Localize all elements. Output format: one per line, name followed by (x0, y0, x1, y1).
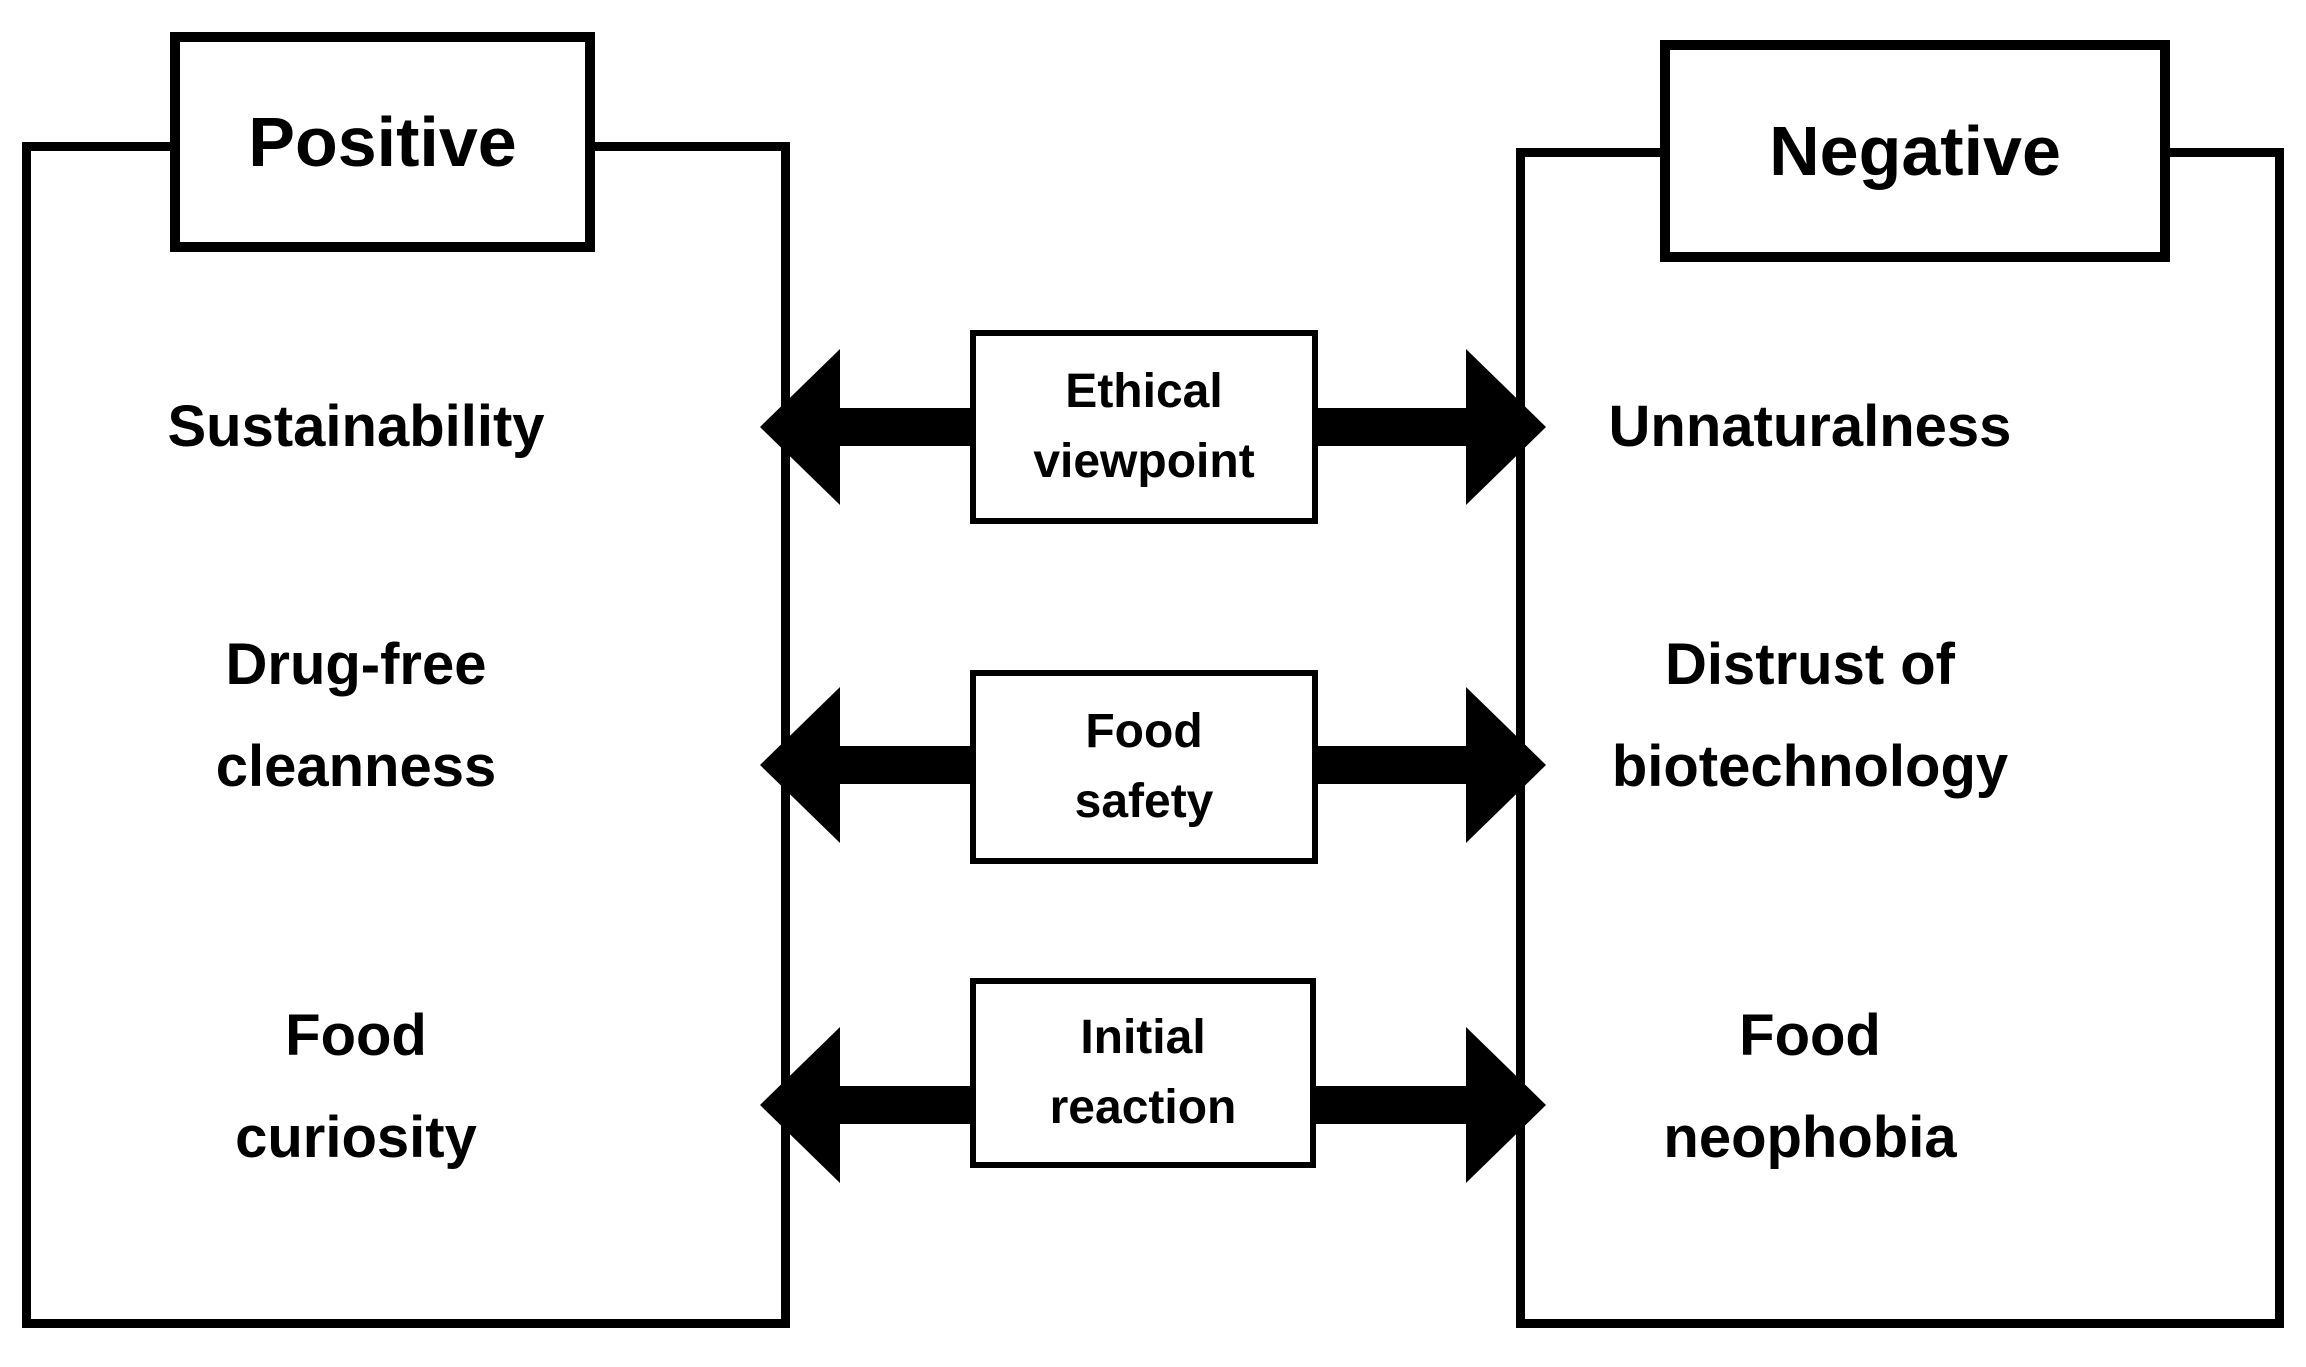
negative-header-box: Negative (1660, 40, 2170, 262)
negative-item-unnaturalness: Unnaturalness (1608, 394, 2012, 459)
positive-item-food-curiosity: Food curiosity (235, 1003, 477, 1170)
positive-item-drug-free-cleanness: Drug-free cleanness (215, 632, 497, 799)
positive-header-box: Positive (170, 32, 595, 252)
negative-item-distrust-of-biotechnology: Distrust of biotechnology (1611, 632, 2009, 799)
initial-reaction-box: Initial reaction (970, 978, 1316, 1168)
ethical-viewpoint-box: Ethical viewpoint (970, 330, 1318, 524)
row1-right-arrow-shaft (1316, 408, 1470, 446)
positive-item-sustainability: Sustainability (167, 394, 545, 459)
row1-left-arrow-shaft (838, 408, 972, 446)
initial-reaction-label: Initial reaction (1049, 1011, 1237, 1134)
positive-header-label: Positive (248, 103, 517, 181)
row3-left-arrowhead-icon (760, 1027, 840, 1183)
row2-left-arrowhead-icon (760, 687, 840, 843)
row2-right-arrow-shaft (1316, 746, 1470, 784)
negative-item-food-neophobia: Food neophobia (1663, 1003, 1957, 1170)
row1-right-arrowhead-icon (1466, 349, 1546, 505)
food-safety-label: Food safety (1074, 705, 1214, 828)
row3-right-arrow-shaft (1316, 1086, 1470, 1124)
ethical-viewpoint-label: Ethical viewpoint (1033, 365, 1255, 488)
row2-right-arrowhead-icon (1466, 687, 1546, 843)
negative-header-label: Negative (1769, 112, 2061, 190)
row3-left-arrow-shaft (838, 1086, 972, 1124)
row1-left-arrowhead-icon (760, 349, 840, 505)
row3-right-arrowhead-icon (1466, 1027, 1546, 1183)
row2-left-arrow-shaft (838, 746, 972, 784)
food-safety-box: Food safety (970, 670, 1318, 864)
